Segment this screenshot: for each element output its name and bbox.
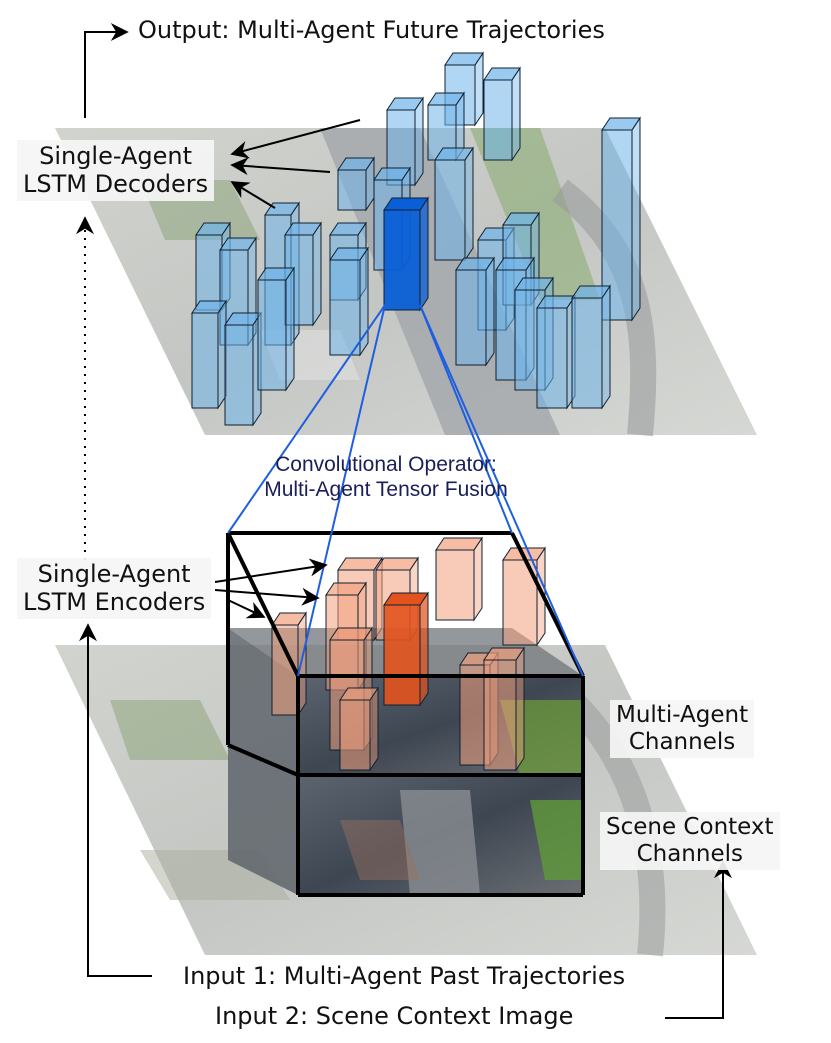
multi-agent-channels-label: Multi-Agent Channels (610, 700, 755, 759)
encoder-arrow-3 (227, 599, 266, 619)
decoders-label: Single-Agent LSTM Decoders (17, 140, 215, 201)
encoder-bar-10 (339, 686, 379, 772)
decoder-bar-6 (434, 146, 474, 262)
decoders-label-line1: Single-Agent (39, 142, 193, 170)
decoder-bar-17 (257, 266, 295, 392)
scene-context-channels-line1: Scene Context (606, 814, 774, 840)
encoder-bar-9 (483, 646, 525, 772)
decoder-bar-16 (224, 311, 262, 427)
operator-label-line1: Convolutional Operator: (275, 453, 497, 476)
decoder-bar-20 (455, 256, 495, 367)
multi-agent-channels-line2: Channels (628, 729, 736, 756)
input1-arrow (79, 623, 152, 977)
encoders-label: Single-Agent LSTM Encoders (17, 558, 212, 619)
decoders-label-line2: LSTM Decoders (23, 170, 209, 199)
fusion-connector-lines (227, 304, 584, 677)
operator-label: Convolutional Operator: Multi-Agent Tens… (226, 453, 546, 503)
output-arrow (84, 23, 129, 118)
scene-context-channels-line2: Channels (636, 841, 743, 868)
decoder-bar-24 (571, 284, 611, 410)
encoder-bar-highlight (383, 591, 429, 707)
decoder-bar-2 (483, 66, 521, 162)
multi-agent-channels-line1: Multi-Agent (616, 702, 749, 728)
tensor-box-frame (226, 531, 585, 897)
encoder-arrow-2 (214, 587, 320, 606)
decoder-bar-23 (536, 294, 576, 410)
decoder-bar-14 (329, 246, 369, 357)
encoder-bar-4 (502, 546, 546, 647)
decoder-bar-5 (601, 116, 641, 322)
input2-arrow (665, 860, 732, 1019)
scene-context-channels-label: Scene Context Channels (600, 812, 780, 871)
encoder-arrow-1 (214, 558, 328, 583)
decoder-arrow-3 (230, 181, 276, 209)
input1-label: Input 1: Multi-Agent Past Trajectories (183, 962, 626, 990)
decoder-arrow-1 (230, 119, 361, 159)
flow-arrows (76, 23, 732, 1019)
operator-label-line2: Multi-Agent Tensor Fusion (264, 477, 508, 501)
output-label: Output: Multi-Agent Future Trajectories (138, 16, 605, 44)
decoder-bar-15 (191, 299, 227, 410)
decoder-bar-7 (337, 156, 375, 212)
decoder-arrow-2 (230, 157, 331, 176)
decoder-bar-highlight (383, 196, 429, 312)
decoder-bars (191, 51, 641, 427)
encoders-label-line1: Single-Agent (37, 560, 191, 588)
encoder-bar-3 (435, 536, 483, 622)
decoder-bar-11 (284, 221, 322, 327)
input2-label: Input 2: Scene Context Image (215, 1002, 574, 1030)
encoders-label-line2: LSTM Encoders (23, 588, 206, 617)
